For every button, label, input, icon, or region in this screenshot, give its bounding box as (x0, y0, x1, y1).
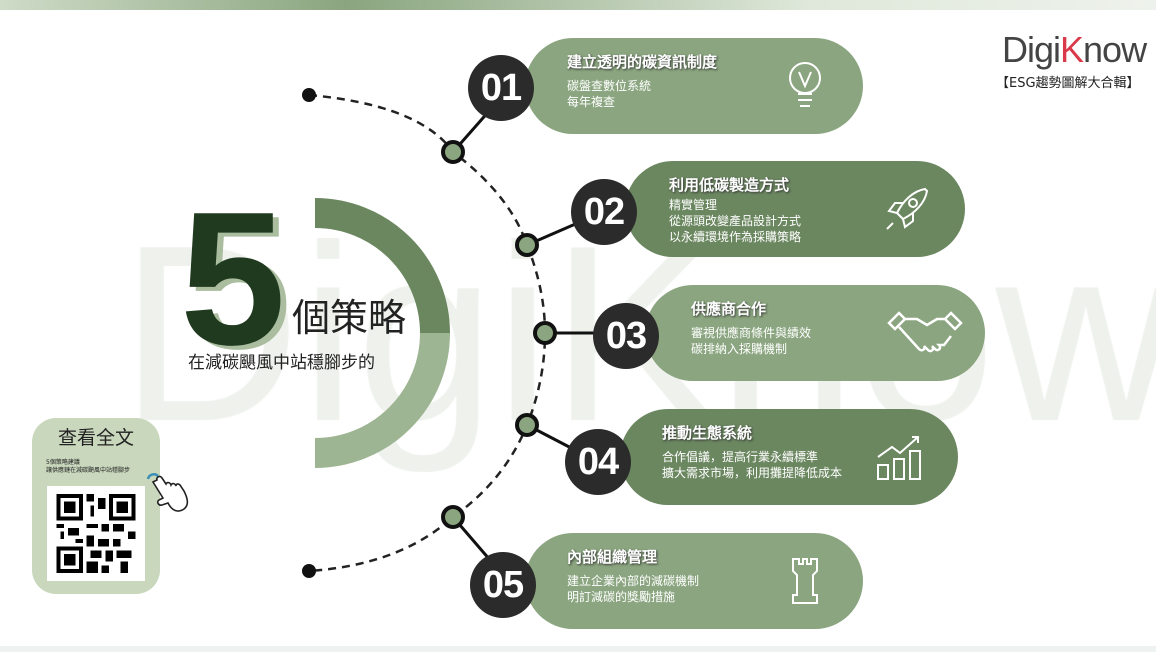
big-arc-top (314, 198, 450, 334)
card-line: 擴大需求市場，利用攤提降低成本 (662, 466, 843, 480)
strategy-card-01: 建立透明的碳資訊制度 碳盤查數位系統 每年複查 (525, 38, 863, 134)
number-badge-03: 03 (593, 303, 659, 369)
lightbulb-icon (789, 62, 821, 107)
card-line: 以永續環境作為採購策略 (669, 230, 802, 244)
hand-pointer-icon (146, 473, 189, 512)
bar-chart-icon (877, 436, 921, 480)
number-badge-02: 02 (571, 179, 637, 245)
big-arc-bottom (314, 332, 450, 468)
connector-lines (451, 109, 600, 561)
big-number: 5 (180, 173, 286, 385)
strategy-card-02: 利用低碳製造方式 精實管理 從源頭改變產品設計方式 以永續環境作為採購策略 (625, 161, 965, 257)
card-title: 利用低碳製造方式 (669, 176, 790, 194)
qr-caption: 5個策略建議 (46, 459, 80, 466)
number-badge-04: 04 (565, 429, 631, 495)
arc-end-dot (302, 88, 316, 102)
card-line: 審視供應商條件與績效 (691, 326, 812, 340)
rocket-icon (886, 187, 929, 230)
logo: DigiKnow (1002, 29, 1147, 70)
strategy-card-03: 供應商合作 審視供應商條件與績效 碳排納入採購機制 (645, 285, 985, 381)
card-title: 供應商合作 (691, 300, 767, 318)
card-line: 明訂減碳的獎勵措施 (567, 590, 676, 604)
card-line: 碳盤查數位系統 (567, 79, 652, 93)
card-line: 從源頭改變產品設計方式 (669, 214, 802, 228)
card-title: 推動生態系統 (662, 424, 753, 442)
timeline-nodes (441, 140, 557, 529)
qr-code-image (56, 494, 136, 573)
strategy-label: 個策略 (292, 296, 407, 340)
strategy-card-04: 推動生態系統 合作倡議，提高行業永續標準 擴大需求市場，利用攤提降低成本 (620, 409, 958, 505)
card-title: 內部組織管理 (567, 548, 658, 566)
card-line: 合作倡議，提高行業永續標準 (662, 450, 819, 464)
tower-icon (792, 558, 818, 604)
handshake-icon (887, 311, 963, 353)
card-title: 建立透明的碳資訊制度 (567, 53, 718, 71)
strategy-card-05: 內部組織管理 建立企業內部的減碳機制 明訂減碳的獎勵措施 (525, 533, 863, 629)
qr-code[interactable] (47, 486, 145, 581)
qr-card[interactable]: 查看全文 5個策略建議 讓供應鏈在減碳颶風中站穩腳步 (32, 418, 160, 594)
arc-end-dot (302, 564, 316, 578)
number-badge-05: 05 (470, 552, 536, 618)
qr-caption: 讓供應鏈在減碳颶風中站穩腳步 (46, 467, 131, 474)
card-line: 每年複查 (567, 95, 616, 109)
card-line: 精實管理 (669, 198, 718, 212)
card-line: 建立企業內部的減碳機制 (567, 574, 700, 588)
qr-title: 查看全文 (57, 427, 134, 449)
number-badge-01: 01 (468, 55, 534, 121)
subtitle: 在減碳颶風中站穩腳步的 (188, 353, 375, 373)
tagline: 【ESG趨勢圖解大合輯】 (996, 76, 1140, 91)
card-line: 碳排納入採購機制 (691, 342, 788, 356)
